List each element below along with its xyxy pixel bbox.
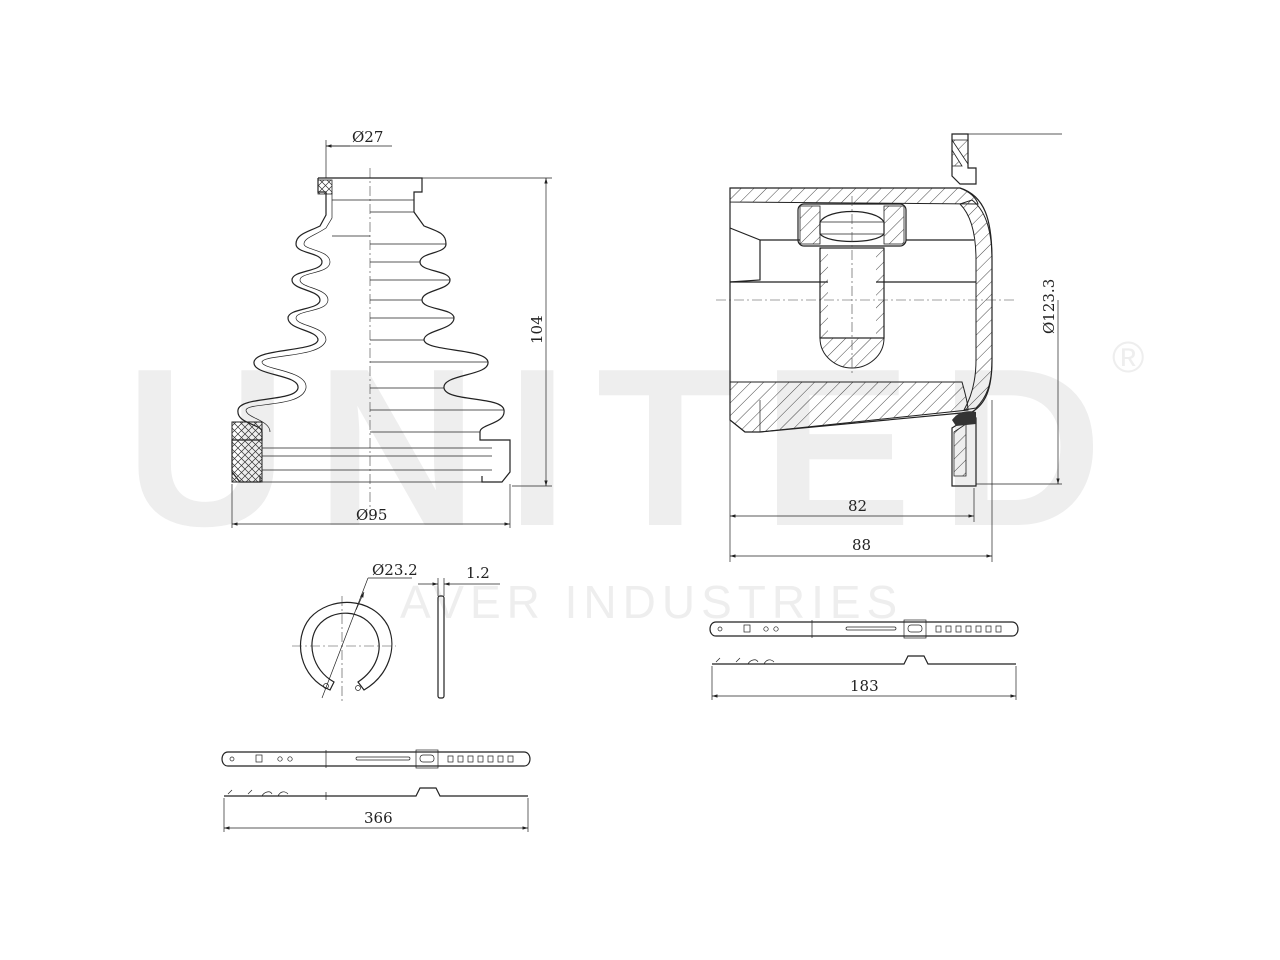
- watermark-registered: ®: [1112, 333, 1144, 382]
- cv-joint-section: Ø123.3 82 88: [716, 133, 1062, 562]
- small-clamp-drawing: 183: [709, 619, 1019, 700]
- dim-circlip-diameter: Ø23.2: [372, 561, 418, 579]
- dim-joint-length-outer: 88: [852, 536, 871, 554]
- circlip-drawing: Ø23.2 1.2: [292, 561, 500, 704]
- boot-profile-right: [370, 177, 511, 483]
- joint-inner-step: [729, 227, 761, 283]
- dim-boot-height: 104: [528, 315, 546, 344]
- large-clamp-drawing: 366: [221, 749, 531, 832]
- circlip-side-view: [437, 595, 445, 699]
- joint-flange: [951, 133, 977, 487]
- dim-boot-large-diameter: Ø95: [356, 506, 387, 524]
- watermark: UNITED ® AVER INDUSTRIES: [125, 321, 1144, 628]
- dim-circlip-thickness: 1.2: [466, 564, 490, 582]
- watermark-brand: UNITED: [125, 321, 1131, 573]
- boot-neck-section: [317, 179, 333, 195]
- boot-profile-left-inner: [245, 192, 333, 433]
- joint-end-wall: [959, 199, 993, 411]
- boot-lip-section: [231, 421, 263, 483]
- dim-small-clamp-length: 183: [850, 677, 879, 695]
- dim-joint-length-inner: 82: [848, 497, 867, 515]
- boot-profile-left: [231, 177, 370, 483]
- boot-inner-lines: [240, 199, 370, 483]
- dim-joint-diameter: Ø123.3: [1040, 279, 1058, 334]
- dim-boot-small-diameter: Ø27: [352, 128, 383, 146]
- cv-boot-drawing: Ø27 104 Ø95: [231, 128, 552, 528]
- joint-top-wall: [729, 187, 979, 205]
- joint-bottom-wall: [729, 381, 969, 433]
- dim-large-clamp-length: 366: [364, 809, 393, 827]
- watermark-subline: AVER INDUSTRIES: [400, 576, 903, 628]
- boot-ribs: [370, 199, 504, 483]
